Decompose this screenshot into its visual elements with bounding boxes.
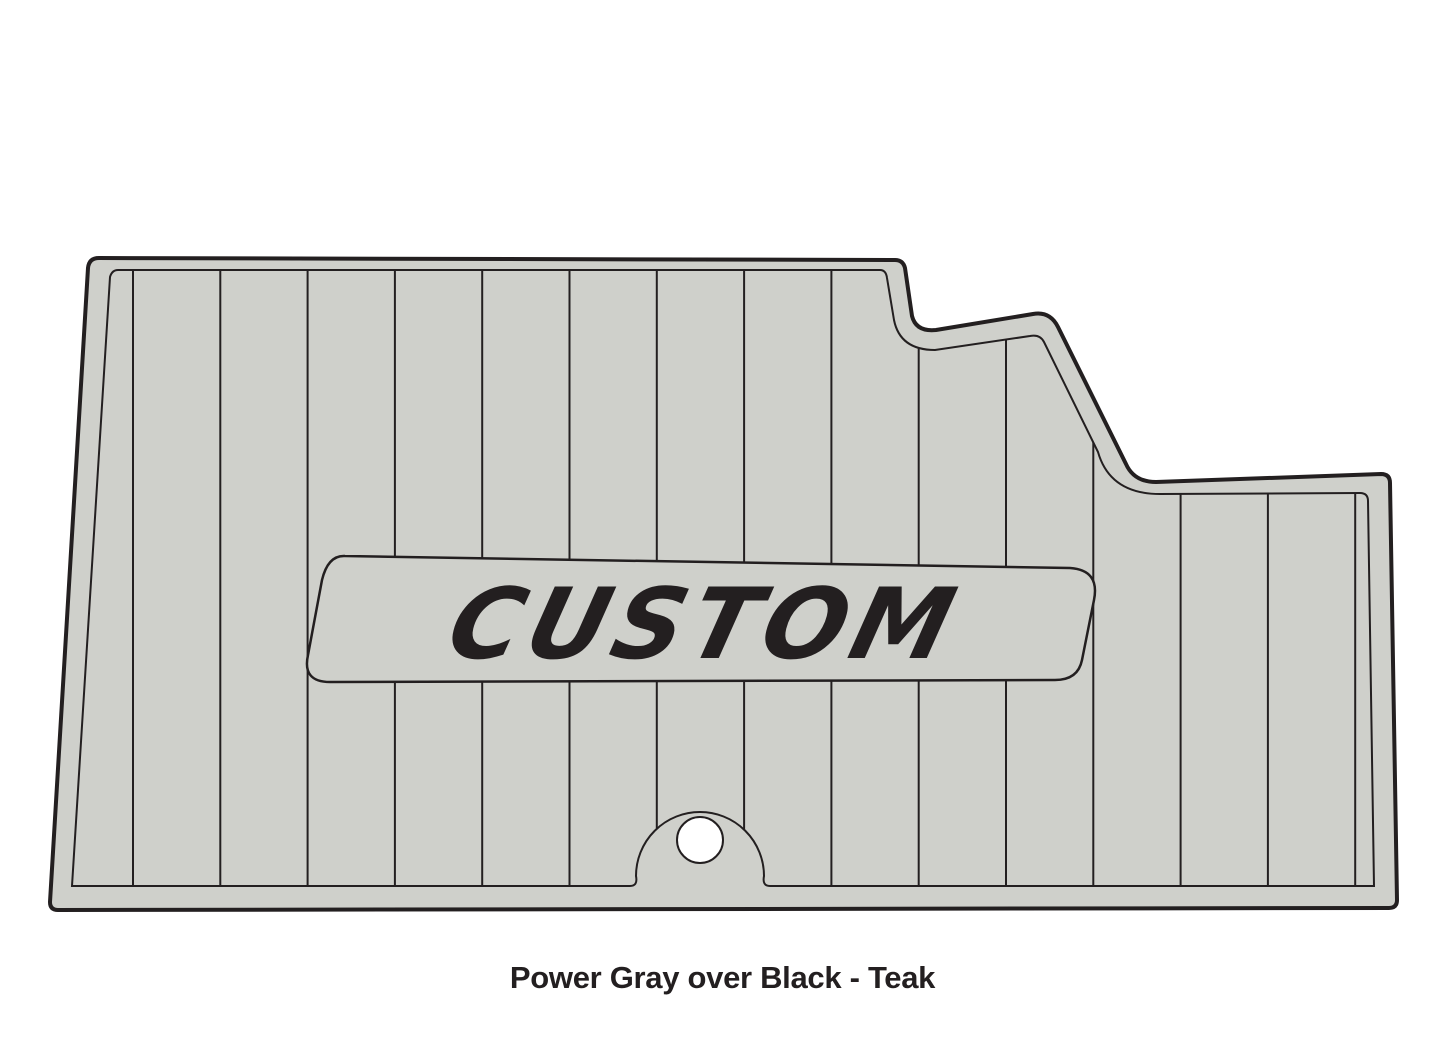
pad-inner-border [70,269,1376,887]
custom-logo: CUSTOM [305,554,1097,684]
svg-text:CUSTOM: CUSTOM [437,568,971,681]
drain-hole [676,816,724,864]
product-caption: Power Gray over Black - Teak [509,960,936,995]
